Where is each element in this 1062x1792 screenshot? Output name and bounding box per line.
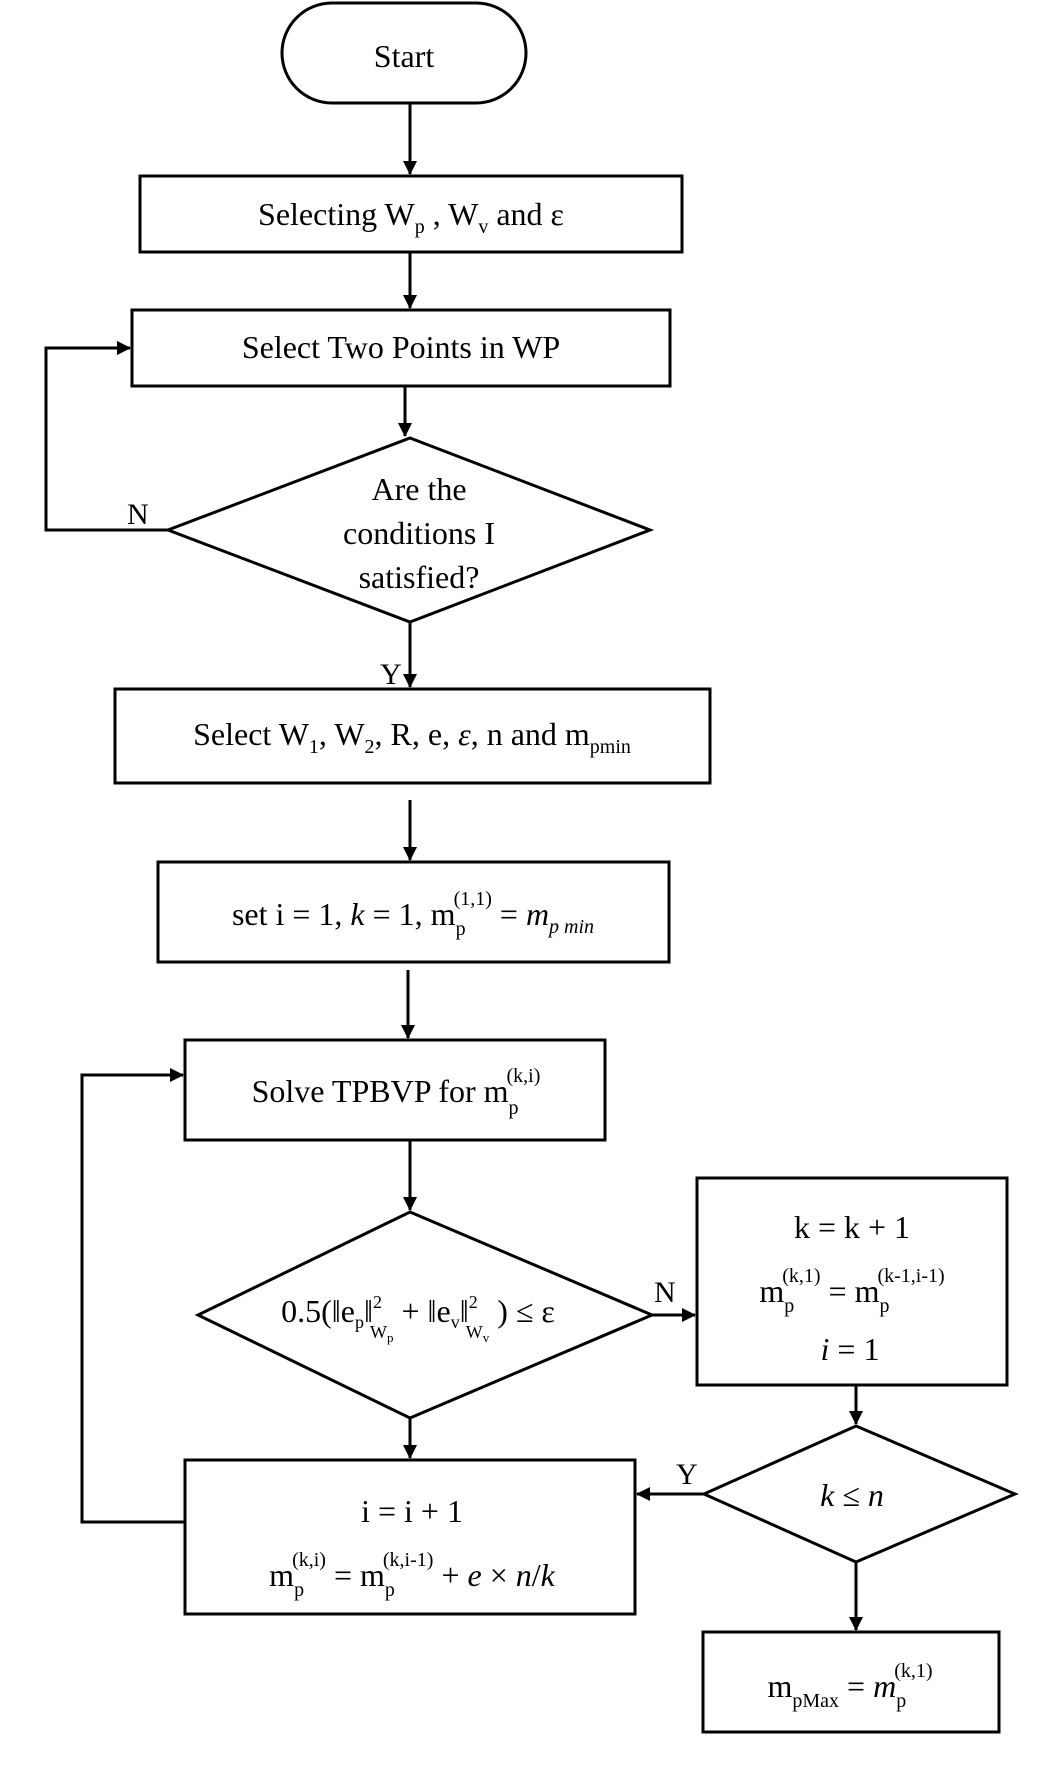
selecting-weights-box <box>138 174 684 254</box>
conditions-no-label: N <box>127 498 149 531</box>
conditions-line-3: satisfied? <box>359 559 480 595</box>
i-update-line-1: i = i + 1 <box>361 1493 463 1529</box>
edge-conditions-no-loop <box>44 341 168 532</box>
solve-tpbvp-box <box>183 1038 607 1142</box>
selecting-weights-label: Selecting Wp , Wv and ε <box>258 196 564 238</box>
error-no-label: N <box>654 1276 676 1309</box>
conditions-line-2: conditions I <box>343 515 495 551</box>
set-init-label: set i = 1, k = 1, mp(1,1) = mp min <box>232 888 594 940</box>
select-params-label: Select W1, W2, R, e, ε, n and mpmin <box>193 716 631 758</box>
edge-iupdate-loop <box>80 1068 185 1524</box>
k-yes-label: Y <box>676 1458 698 1491</box>
set-init-box <box>156 860 671 964</box>
select-points-label: Select Two Points in WP <box>242 329 560 365</box>
solve-tpbvp-label: Solve TPBVP for mp(k,i) <box>252 1065 541 1119</box>
k-update-box <box>695 1176 1009 1387</box>
select-points-box <box>130 308 672 388</box>
conditions-line-1: Are the <box>371 471 466 507</box>
k-update-line-3: i = 1 <box>821 1331 880 1367</box>
start-label: Start <box>374 38 435 74</box>
select-params-box <box>113 687 712 785</box>
i-update-line-2: mp(k,i) = mp(k,i-1) + e × n/k <box>269 1549 555 1601</box>
result-label: mpMax = mp(k,1) <box>767 1660 932 1712</box>
k-update-line-2: mp(k,1) = mp(k-1,i-1) <box>759 1265 944 1317</box>
result-box <box>701 1630 1001 1734</box>
k-update-line-1: k = k + 1 <box>794 1209 910 1245</box>
i-update-box <box>183 1458 637 1616</box>
k-check-label: k ≤ n <box>820 1477 884 1513</box>
start-terminal <box>280 1 528 105</box>
conditions-yes-label: Y <box>380 658 402 691</box>
